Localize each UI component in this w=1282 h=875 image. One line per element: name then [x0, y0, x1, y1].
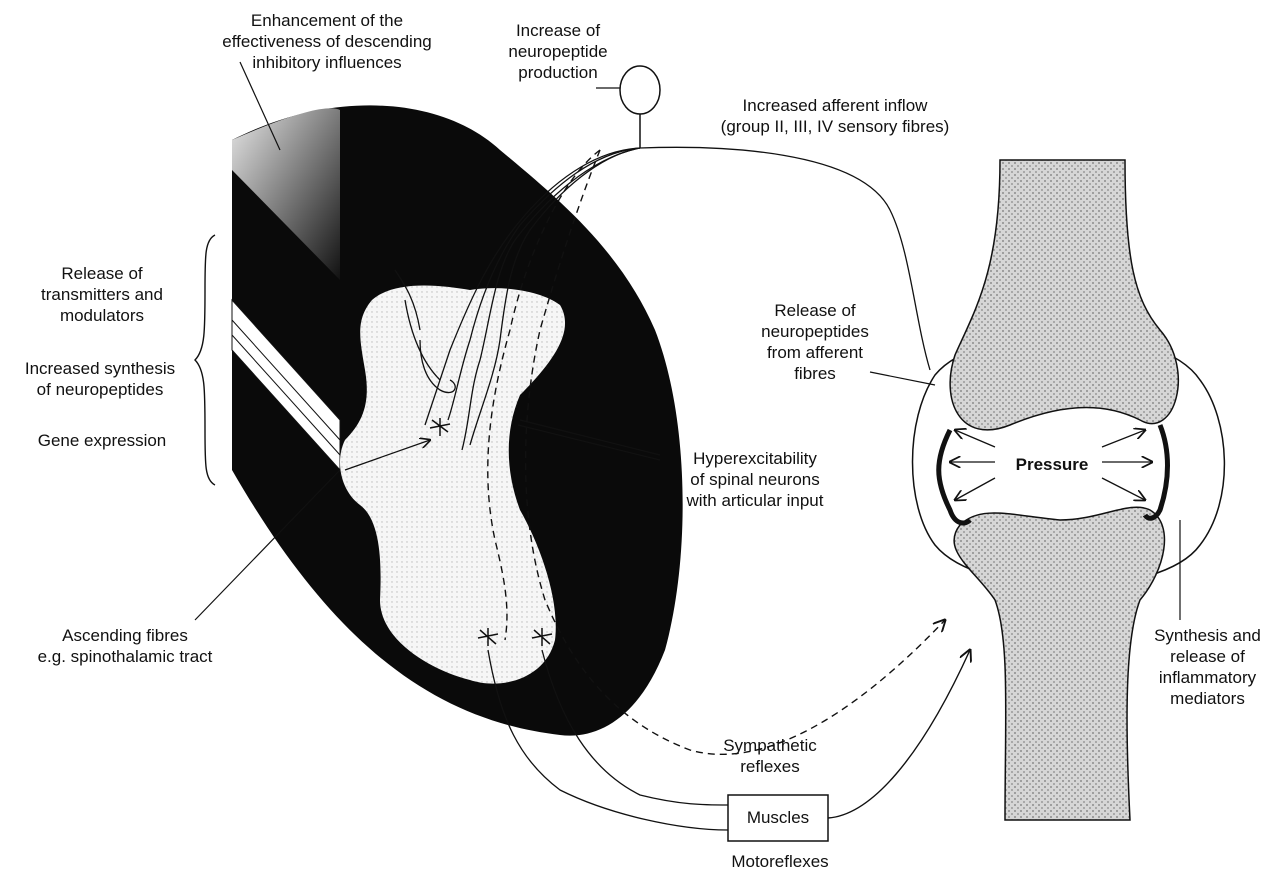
neuron-cell-body-icon	[620, 66, 660, 148]
label-neuropeptide-production: Increase of neuropeptide production	[498, 20, 618, 83]
label-motoreflexes: Motoreflexes	[710, 851, 850, 872]
label-release-neuropeptides: Release of neuropeptides from afferent f…	[740, 300, 890, 384]
label-enhancement: Enhancement of the effectiveness of desc…	[192, 10, 462, 73]
label-afferent-inflow: Increased afferent inflow (group II, III…	[685, 95, 985, 137]
label-muscles: Muscles	[728, 807, 828, 828]
label-gene-expression: Gene expression	[12, 430, 192, 451]
label-synthesis-inflammatory: Synthesis and release of inflammatory me…	[1140, 625, 1275, 709]
femur-bone	[950, 160, 1178, 430]
label-synthesis-neuropeptides: Increased synthesis of neuropeptides	[0, 358, 200, 400]
label-sympathetic-reflexes: Sympathetic reflexes	[705, 735, 835, 777]
knee-joint	[913, 160, 1225, 820]
label-pressure: Pressure	[1002, 454, 1102, 475]
label-ascending-fibres: Ascending fibres e.g. spinothalamic trac…	[10, 625, 240, 667]
label-hyperexcitability: Hyperexcitability of spinal neurons with…	[660, 448, 850, 511]
tibia-bone	[954, 507, 1164, 820]
label-release-transmitters: Release of transmitters and modulators	[12, 263, 192, 326]
